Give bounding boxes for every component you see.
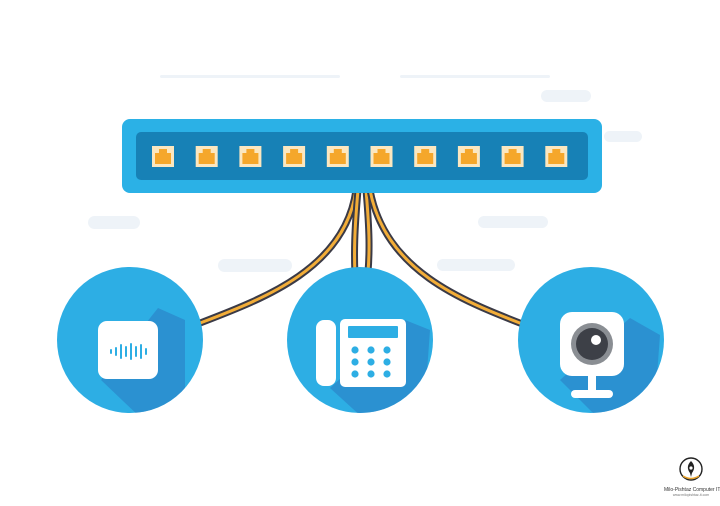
switch-port (195, 146, 218, 167)
keypad-key (351, 370, 359, 378)
cloud-shape (437, 259, 515, 271)
access-point-node (57, 267, 203, 413)
cable-to-access-point (191, 186, 360, 329)
camera-lens (576, 328, 608, 360)
keypad-key (367, 346, 375, 354)
keypad-key (367, 358, 375, 366)
ip-camera-icon (560, 312, 624, 398)
cloud-shape (541, 90, 591, 102)
watermark-logo: Milo-Pishtaz Computer IT www.milopishtaz… (664, 456, 720, 504)
keypad-key (383, 358, 391, 366)
keypad-key (367, 370, 375, 378)
switch-ports (152, 146, 568, 167)
switch-port-panel (136, 132, 588, 180)
switch-port (283, 146, 306, 167)
watermark-line1: Milo-Pishtaz Computer IT (664, 487, 720, 493)
switch-port (326, 146, 349, 167)
switch-port (545, 146, 568, 167)
phone-keypad (351, 346, 391, 378)
camera-lens-highlight (591, 335, 601, 345)
cloud-shape (604, 131, 642, 142)
switch-port (370, 146, 393, 167)
ip-phone-node (287, 267, 433, 413)
access-point-icon (98, 321, 158, 379)
pen-nib-logo-icon (679, 457, 703, 481)
background-clouds (88, 75, 642, 272)
switch-port (457, 146, 480, 167)
watermark-line2: www.milopishtaz-it.com (672, 493, 710, 497)
camera-neck (588, 376, 596, 390)
network-switch (122, 119, 602, 193)
long-shadow (101, 308, 185, 413)
cloud-shape (400, 75, 550, 78)
cable-to-ip-camera (366, 186, 529, 329)
ip-phone-icon (316, 319, 406, 387)
switch-port (501, 146, 524, 167)
cloud-shape (160, 75, 340, 78)
phone-handset (316, 320, 336, 386)
camera-stand (571, 390, 613, 398)
keypad-key (351, 358, 359, 366)
ip-camera-node (518, 267, 664, 413)
switch-port (152, 146, 174, 167)
keypad-key (351, 346, 359, 354)
cloud-shape (218, 259, 292, 272)
cloud-shape (88, 216, 140, 229)
keypad-key (383, 370, 391, 378)
switch-port (239, 146, 262, 167)
keypad-key (383, 346, 391, 354)
switch-port (414, 146, 437, 167)
cloud-shape (478, 216, 548, 228)
phone-screen (348, 326, 398, 338)
